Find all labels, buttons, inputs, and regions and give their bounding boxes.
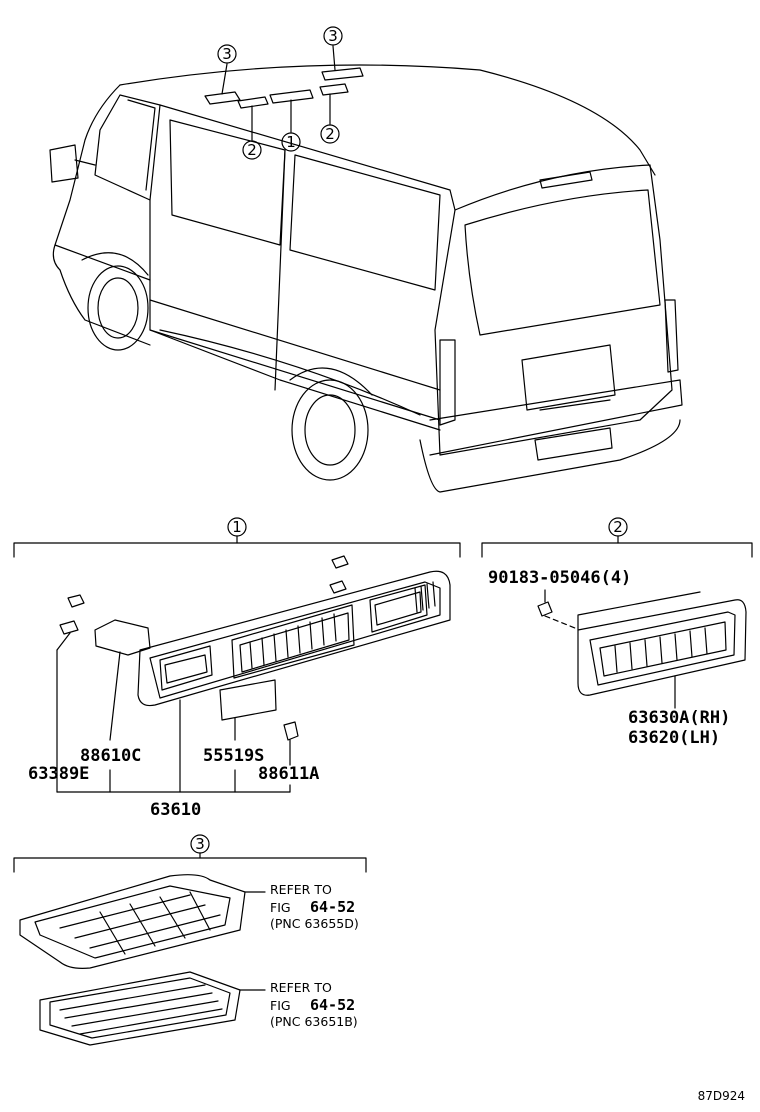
section1-callout-label: 1 xyxy=(232,518,242,536)
ref2-pnc: (PNC 63651B) xyxy=(270,1014,358,1029)
section2-callout-label: 2 xyxy=(613,518,623,536)
part-63630a-rh: 63630A(RH) xyxy=(628,708,730,728)
callout-2-left-label: 2 xyxy=(247,141,257,159)
socket xyxy=(94,619,151,656)
ref1-line1: REFER TO xyxy=(270,882,332,897)
ref1-pnc: (PNC 63655D) xyxy=(270,916,359,931)
screw xyxy=(537,601,553,617)
part-63389e: 63389E xyxy=(28,764,89,784)
callout-3-left xyxy=(217,44,237,64)
callout-2-right xyxy=(320,124,340,144)
bulb xyxy=(283,721,299,741)
ref2-line1: REFER TO xyxy=(270,980,332,995)
side-lamp xyxy=(577,591,747,696)
ref2-fig-prefix: FIG xyxy=(270,998,291,1013)
ref1-fig-num: 64-52 xyxy=(310,898,355,916)
clips xyxy=(59,555,349,635)
part-63620-lh: 63620(LH) xyxy=(628,728,720,748)
part-55519s: 55519S xyxy=(203,746,264,766)
part-screw: 90183-05046(4) xyxy=(488,568,631,588)
callout-1-van-label: 1 xyxy=(286,133,296,151)
lens xyxy=(219,679,277,721)
ref1-fig-prefix: FIG xyxy=(270,900,291,915)
part-88610c: 88610C xyxy=(80,746,141,766)
part-63610: 63610 xyxy=(150,800,201,820)
roof-lamp-assembly-2 xyxy=(39,971,241,1046)
section3-callout-label: 3 xyxy=(195,835,205,853)
callout-1-van xyxy=(281,132,301,152)
callout-3-right xyxy=(323,26,343,46)
callout-2-right-label: 2 xyxy=(325,125,335,143)
diagram-code: 87D924 xyxy=(698,1089,745,1103)
callout-3-right-label: 3 xyxy=(328,27,338,45)
ref2-fig-num: 64-52 xyxy=(310,996,355,1014)
van-illustration xyxy=(49,45,683,493)
roof-lamp-assembly-1 xyxy=(19,874,246,969)
callout-2-left xyxy=(242,140,262,160)
part-88611a: 88611A xyxy=(258,764,319,784)
dome-lamp-housing xyxy=(137,570,451,707)
callout-3-left-label: 3 xyxy=(222,45,232,63)
